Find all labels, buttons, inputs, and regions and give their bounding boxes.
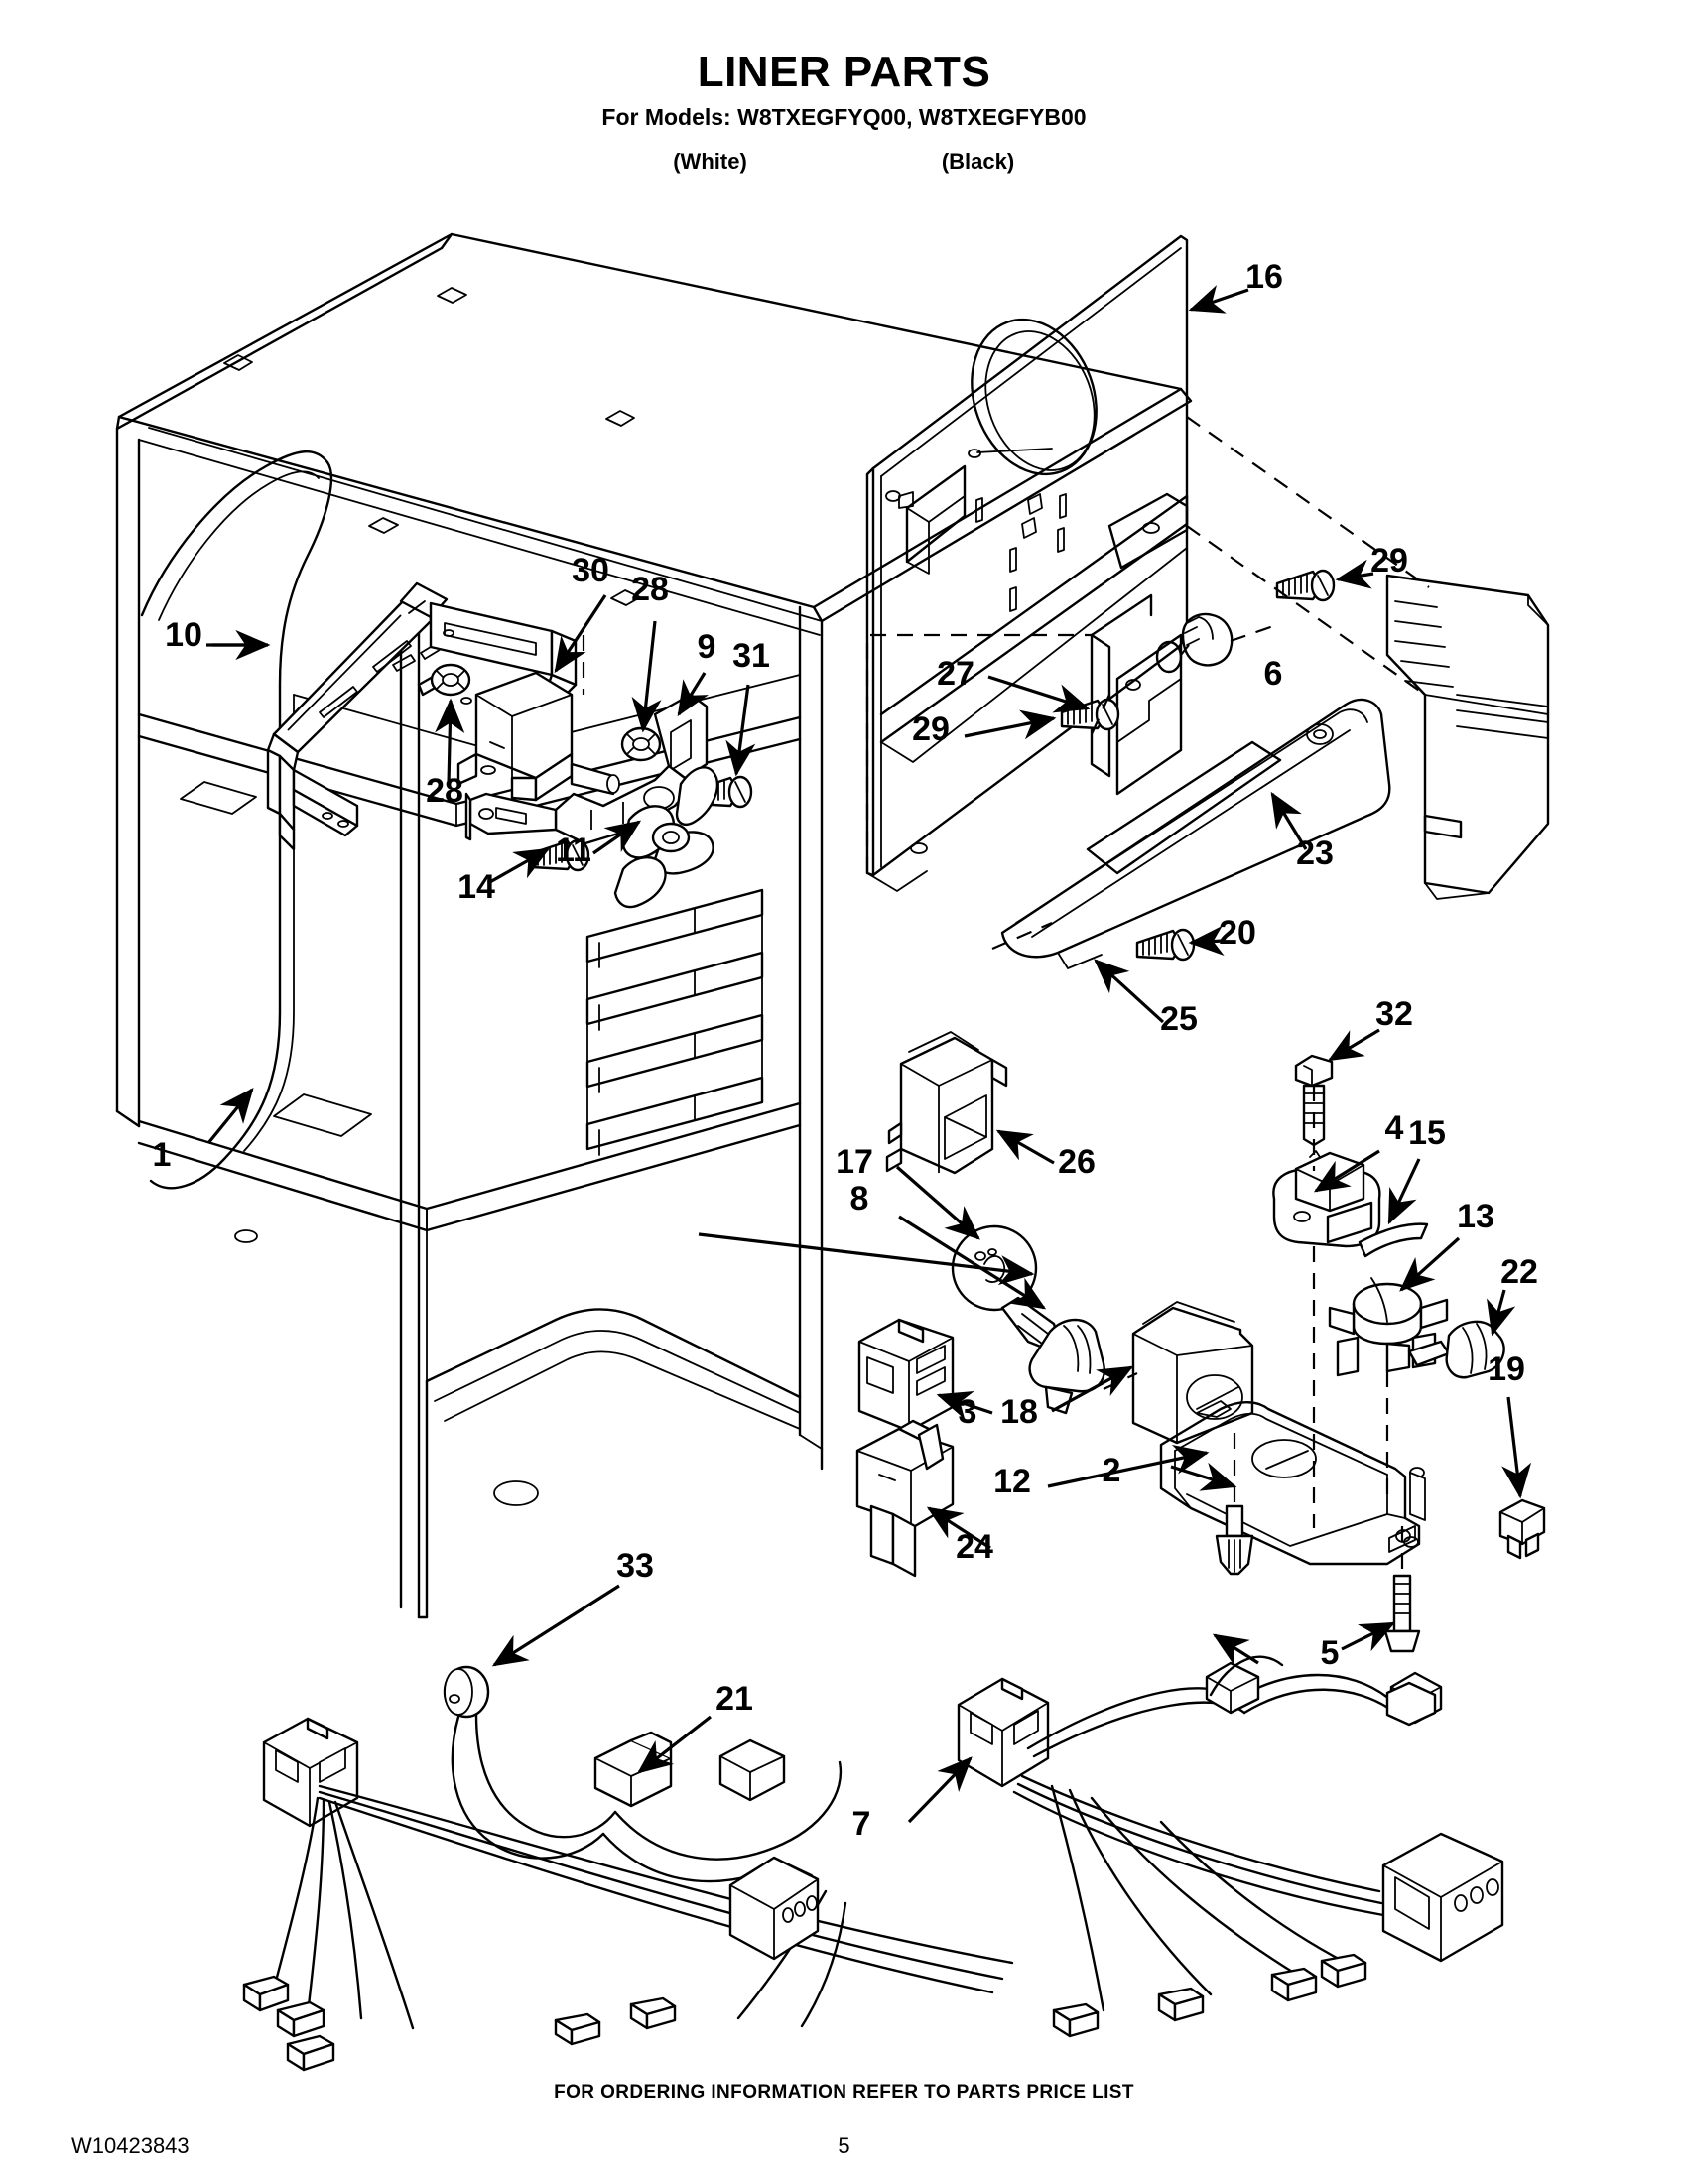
callout-number-21: 21 <box>715 1680 753 1718</box>
callout-number-12: 12 <box>993 1463 1031 1500</box>
part-29-screw-lower <box>1060 698 1120 731</box>
callout-number-31: 31 <box>732 637 770 675</box>
callout-number-9: 9 <box>698 628 716 666</box>
part-6-plug <box>1181 612 1234 667</box>
color-label-white: (White) <box>673 149 747 174</box>
callout-number-22: 22 <box>1500 1253 1538 1291</box>
part-17-light-bulb <box>951 1224 1060 1351</box>
part-3-terminal-block <box>857 1318 955 1433</box>
part-11-fan-blade <box>613 766 719 909</box>
callout-number-15: 15 <box>1408 1114 1446 1152</box>
callout-number-2: 2 <box>1103 1452 1121 1489</box>
ordering-note: FOR ORDERING INFORMATION REFER TO PARTS … <box>554 2082 1134 2103</box>
callout-number-16: 16 <box>1245 258 1283 296</box>
page-title: LINER PARTS <box>697 48 991 96</box>
part-23-grille <box>1385 574 1550 900</box>
page-number: 5 <box>838 2133 850 2158</box>
callout-number-18: 18 <box>1000 1393 1038 1431</box>
part-2-drain-grommet <box>1215 1504 1254 1576</box>
callout-number-14: 14 <box>457 868 495 906</box>
callout-number-27: 27 <box>937 655 974 693</box>
callout-number-29: 29 <box>912 710 950 748</box>
part-20-screw <box>1135 928 1196 962</box>
callout-number-4: 4 <box>1385 1109 1404 1147</box>
callout-number-33: 33 <box>616 1547 654 1585</box>
part-19-clip <box>1498 1498 1546 1560</box>
part-12-drain-pan <box>1159 1400 1426 1566</box>
part-15-gasket-strip <box>1358 1222 1429 1258</box>
color-variants-row: (White) (Black) <box>0 149 1688 175</box>
part-4-thermostat-control <box>1272 1150 1381 1248</box>
callout-number-32: 32 <box>1375 995 1413 1033</box>
callout-number-5: 5 <box>1321 1634 1340 1672</box>
part-29-screw-upper <box>1275 569 1336 602</box>
part-28-grommet-lower <box>620 726 662 762</box>
callout-number-23: 23 <box>1296 835 1334 872</box>
part-13-defrost-thermostat <box>1328 1277 1451 1377</box>
callout-number-17: 17 <box>836 1143 873 1181</box>
callout-number-3: 3 <box>959 1393 977 1431</box>
callout-number-19: 19 <box>1488 1350 1525 1388</box>
callout-number-7: 7 <box>852 1805 871 1843</box>
color-label-black: (Black) <box>941 149 1015 174</box>
part-28-grommet-upper <box>430 663 471 697</box>
callout-number-20: 20 <box>1219 914 1256 952</box>
callout-number-8: 8 <box>850 1180 869 1218</box>
callout-number-25: 25 <box>1160 1000 1198 1038</box>
callout-number-6: 6 <box>1264 655 1283 693</box>
part-21-wire-harness-left <box>242 1713 1014 2072</box>
callout-number-24: 24 <box>956 1528 993 1566</box>
part-26-light-switch <box>885 1031 1008 1175</box>
part-18-control-housing <box>1131 1301 1254 1445</box>
part-24-relay <box>855 1419 955 1578</box>
leader-lines <box>206 285 1532 1824</box>
part-16-rear-duct-panel <box>865 234 1189 892</box>
part-7-wire-harness-right <box>957 1655 1504 2038</box>
alignment-centerlines <box>582 416 1430 1574</box>
callout-number-13: 13 <box>1457 1198 1494 1235</box>
callout-number-28: 28 <box>631 571 669 608</box>
callout-number-29: 29 <box>1370 542 1408 579</box>
callout-number-30: 30 <box>572 552 609 589</box>
part-5-screw <box>1383 1574 1421 1653</box>
part-8-lamp-socket <box>1028 1318 1105 1415</box>
callout-number-11: 11 <box>556 832 591 869</box>
models-subtitle: For Models: W8TXEGFYQ00, W8TXEGFYB00 <box>601 104 1087 130</box>
sheet-part-number: W10423843 <box>71 2133 190 2158</box>
callout-number-10: 10 <box>165 616 202 654</box>
part-10-mullion-rail <box>266 581 578 851</box>
part-33-grommet <box>443 1665 490 1719</box>
callout-number-1: 1 <box>153 1136 172 1174</box>
callout-number-28: 28 <box>426 772 463 810</box>
part-25-light-shield <box>1000 698 1391 969</box>
callout-number-26: 26 <box>1058 1143 1096 1181</box>
callout-number-layer: 1234567891011121314151617181920212223242… <box>153 258 1538 1843</box>
part-30-fan-motor <box>456 671 620 802</box>
